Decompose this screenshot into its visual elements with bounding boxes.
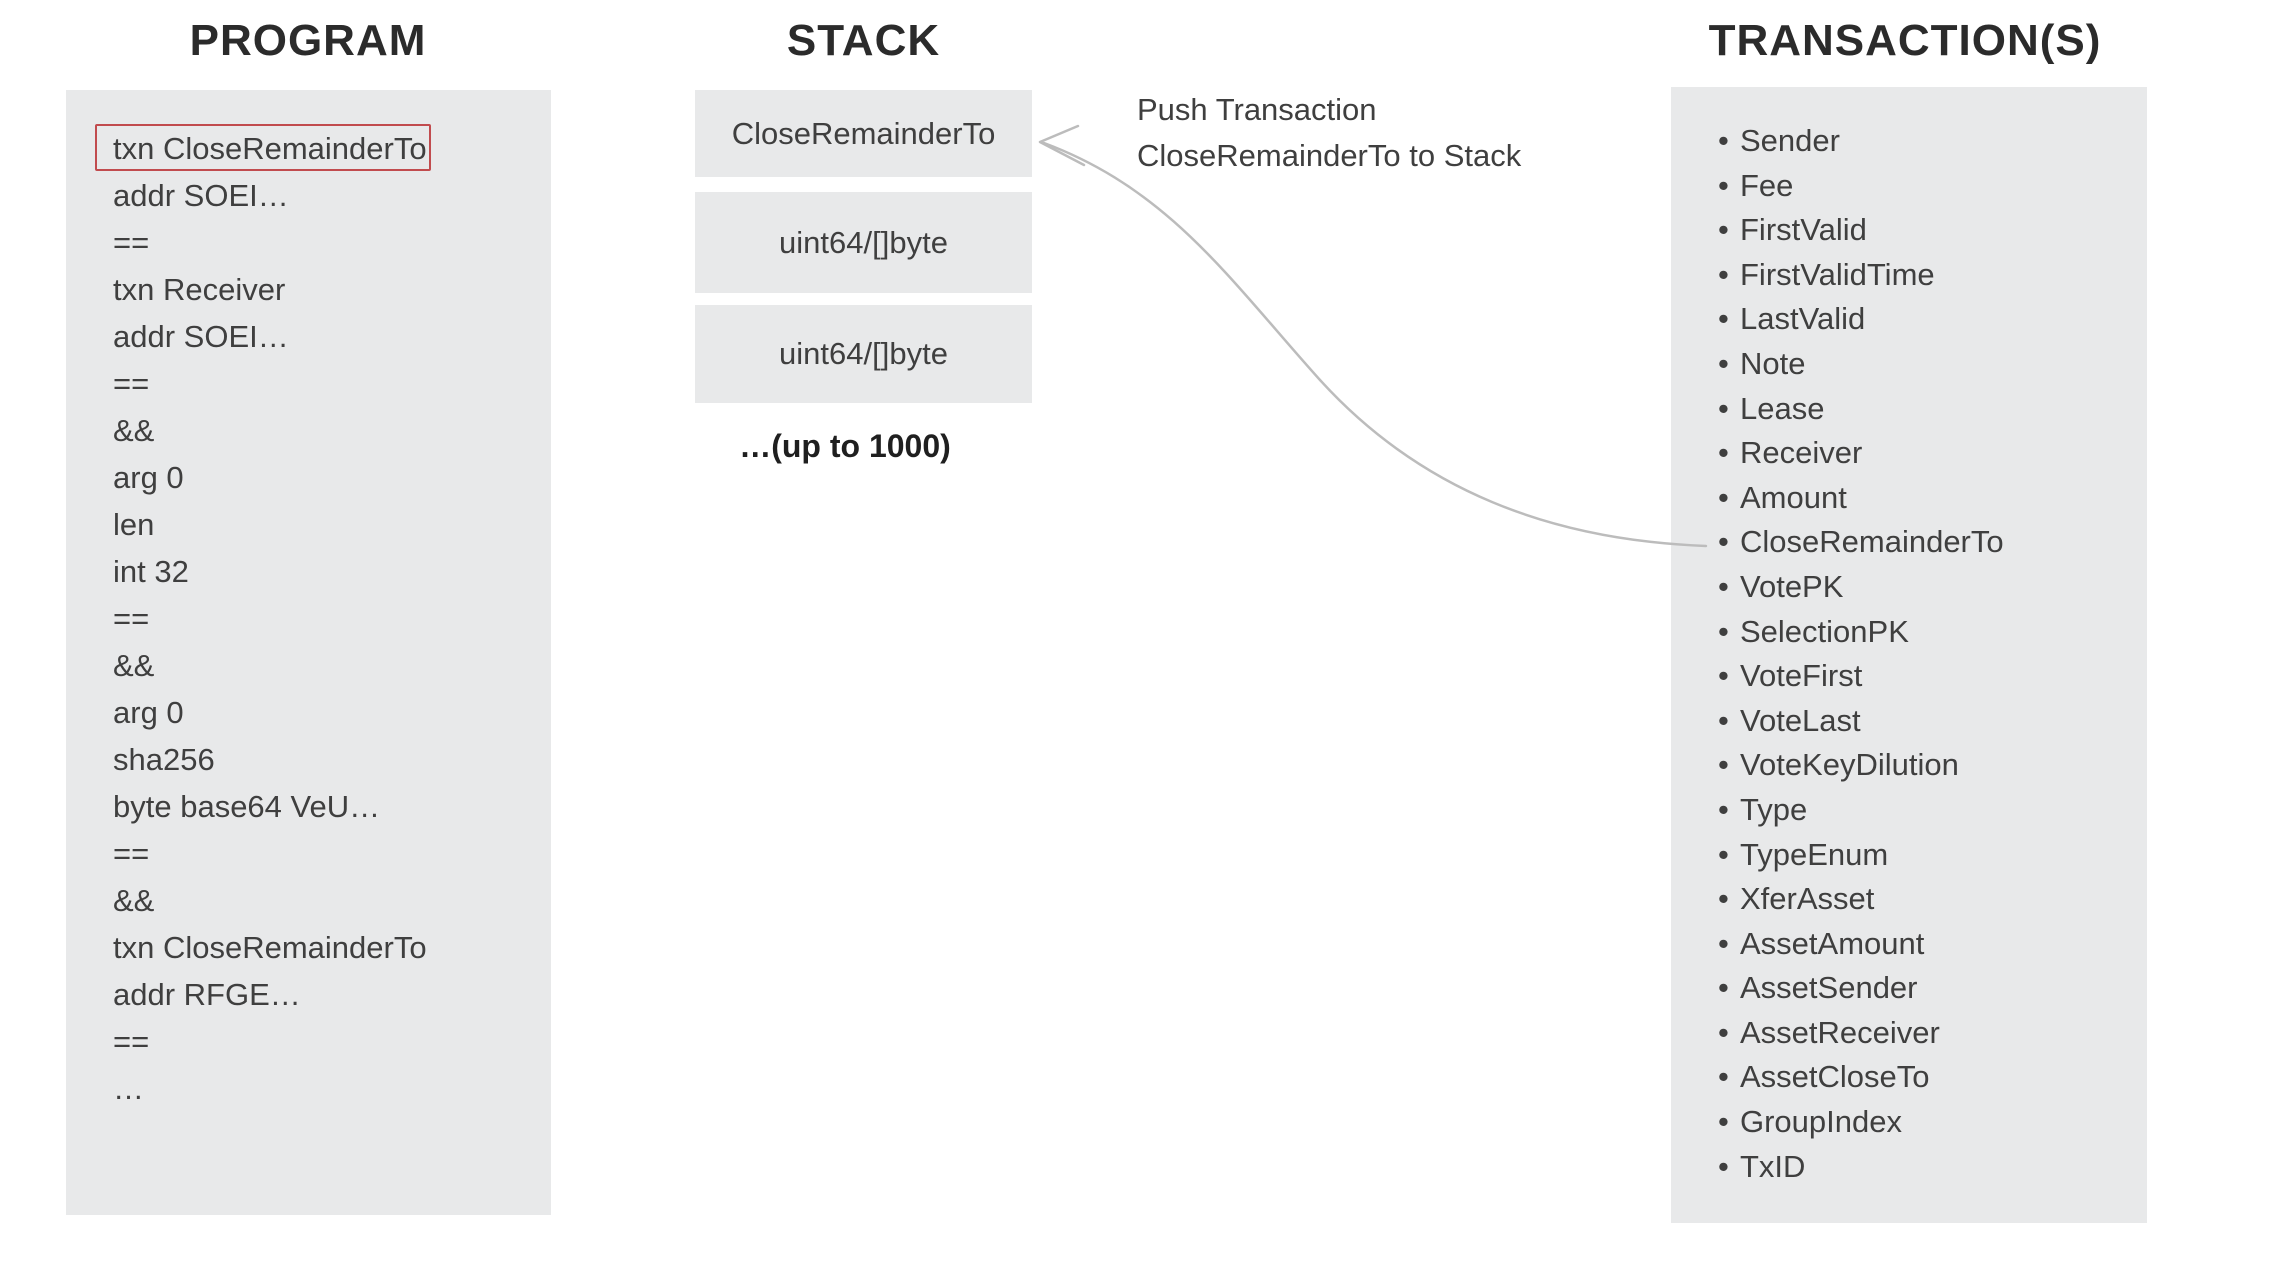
program-line: txn CloseRemainderTo [113, 131, 427, 166]
transaction-field-closeremainderto: CloseRemainderTo [1718, 520, 2147, 565]
transaction-field: FirstValid [1718, 208, 2147, 253]
transaction-field: TypeEnum [1718, 833, 2147, 878]
program-line: addr SOEI… [113, 319, 289, 354]
transaction-field: Note [1718, 342, 2147, 387]
transaction-field: LastValid [1718, 297, 2147, 342]
program-line: addr RFGE… [113, 977, 301, 1012]
transaction-field: AssetSender [1718, 966, 2147, 1011]
program-line: byte base64 VeU… [113, 789, 381, 824]
stack-slot: uint64/[]byte [695, 305, 1032, 403]
program-line: == [113, 1024, 150, 1059]
transaction-field: Receiver [1718, 431, 2147, 476]
transaction-field: VotePK [1718, 565, 2147, 610]
arrow-annotation: Push Transaction CloseRemainderTo to Sta… [1137, 87, 1521, 179]
program-line: && [113, 413, 155, 448]
arrowhead-icon [1038, 124, 1086, 167]
program-line: sha256 [113, 742, 215, 777]
transactions-column-title: TRANSACTION(S) [1708, 16, 2102, 65]
transaction-field: AssetCloseTo [1718, 1055, 2147, 1100]
program-line: arg 0 [113, 460, 184, 495]
stack-slot: CloseRemainderTo [695, 90, 1032, 177]
program-line: txn CloseRemainderTo [113, 930, 427, 965]
transaction-field: VoteFirst [1718, 654, 2147, 699]
program-line: … [113, 1071, 144, 1106]
transaction-field: Type [1718, 788, 2147, 833]
transaction-field: FirstValidTime [1718, 253, 2147, 298]
arrow-annotation-line: Push Transaction [1137, 92, 1377, 127]
transaction-field: AssetReceiver [1718, 1011, 2147, 1056]
stack-capacity-note: …(up to 1000) [739, 428, 951, 464]
program-line: == [113, 225, 150, 260]
transaction-field: Amount [1718, 476, 2147, 521]
program-line: && [113, 648, 155, 683]
program-line: addr SOEI… [113, 178, 289, 213]
transaction-field: XferAsset [1718, 877, 2147, 922]
program-line: int 32 [113, 554, 189, 589]
transaction-field: AssetAmount [1718, 922, 2147, 967]
program-line: == [113, 601, 150, 636]
transaction-fields-list: Sender Fee FirstValid FirstValidTime Las… [1718, 119, 2147, 1189]
arrow-annotation-line: CloseRemainderTo to Stack [1137, 138, 1522, 173]
program-column-title: PROGRAM [189, 16, 427, 65]
transaction-field: VoteLast [1718, 699, 2147, 744]
program-panel: txn CloseRemainderTo addr SOEI… == txn R… [66, 90, 551, 1215]
transactions-panel: Sender Fee FirstValid FirstValidTime Las… [1671, 87, 2147, 1223]
program-line: == [113, 836, 150, 871]
transaction-field: Sender [1718, 119, 2147, 164]
program-line: == [113, 366, 150, 401]
transaction-field: VoteKeyDilution [1718, 743, 2147, 788]
transaction-field: GroupIndex [1718, 1100, 2147, 1145]
stack-slot: uint64/[]byte [695, 192, 1032, 293]
program-line: len [113, 507, 155, 542]
transaction-field: TxID [1718, 1145, 2147, 1190]
transaction-field: Fee [1718, 164, 2147, 209]
transaction-field: SelectionPK [1718, 610, 2147, 655]
transaction-field: Lease [1718, 387, 2147, 432]
stack-column-title: STACK [786, 16, 941, 65]
program-line: && [113, 883, 155, 918]
program-line: arg 0 [113, 695, 184, 730]
program-line: txn Receiver [113, 272, 286, 307]
